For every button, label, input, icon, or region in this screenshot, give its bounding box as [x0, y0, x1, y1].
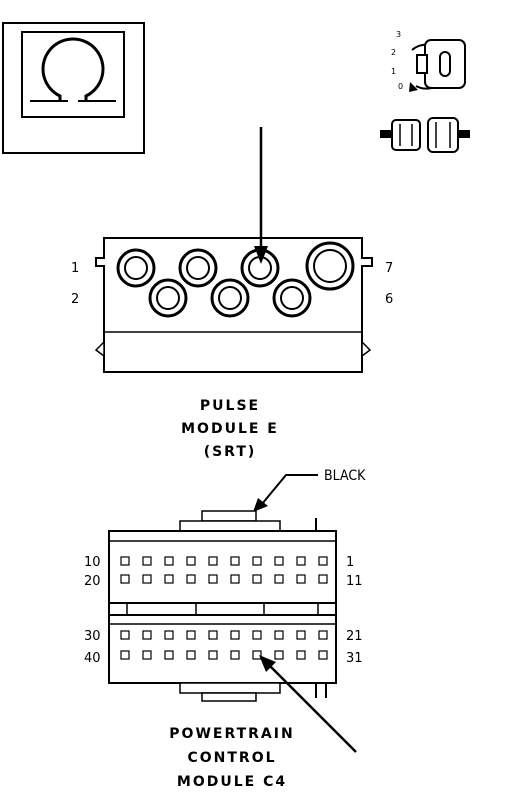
pcm-cavity — [296, 650, 306, 660]
ignition-pos-1: 1 — [391, 67, 396, 76]
pulse-pin-label-2: 2 — [71, 292, 79, 307]
pcm-cavity — [318, 630, 328, 640]
black-color-callout: BLACK — [253, 468, 366, 512]
pulse-pin-label-7: 7 — [385, 261, 393, 276]
pcm-title-line-2: CONTROL — [187, 750, 276, 766]
pcm-cavity — [120, 650, 130, 660]
cavity-7 — [305, 241, 355, 291]
pcm-cavity — [296, 574, 306, 584]
pcm-cavity — [230, 630, 240, 640]
pcm-title-line-3: MODULE C4 — [177, 774, 287, 790]
pcm-cavity — [296, 630, 306, 640]
pcm-cavity — [252, 574, 262, 584]
pcm-pin-label-30: 30 — [84, 629, 101, 644]
pcm-pin-label-1: 1 — [346, 555, 354, 570]
pcm-cavity — [318, 574, 328, 584]
cavity-2 — [148, 278, 188, 318]
pcm-cavity — [164, 556, 174, 566]
pcm-cavity — [120, 574, 130, 584]
pcm-cavity-grid — [120, 556, 328, 660]
pcm-cavity — [164, 574, 174, 584]
pcm-cavity — [186, 556, 196, 566]
pulse-title-line-2: MODULE E — [181, 421, 279, 437]
probe-arrow-pcm — [259, 655, 357, 753]
pcm-pin-label-40: 40 — [84, 651, 101, 666]
pcm-cavity — [142, 574, 152, 584]
pcm-cavity — [318, 556, 328, 566]
pcm-cavity — [186, 630, 196, 640]
cavity-1 — [116, 248, 156, 288]
pcm-cavity — [186, 574, 196, 584]
pcm-connector: 10 20 30 40 1 11 21 31 — [84, 510, 363, 702]
cavity-6 — [272, 278, 312, 318]
ignition-pos-0: 0 — [398, 82, 403, 91]
pulse-title-line-3: (SRT) — [204, 444, 257, 460]
pcm-cavity — [274, 630, 284, 640]
pcm-pin-label-20: 20 — [84, 574, 101, 589]
pulse-module-title: PULSE MODULE E (SRT) — [181, 398, 279, 460]
pcm-cavity — [274, 650, 284, 660]
pcm-cavity — [230, 650, 240, 660]
pcm-cavity — [164, 630, 174, 640]
pulse-pin-label-6: 6 — [385, 292, 393, 307]
pcm-cavity — [252, 650, 262, 660]
ohm-symbol-icon — [2, 22, 145, 154]
cavity-top-2 — [178, 248, 218, 288]
pcm-cavity — [208, 574, 218, 584]
pcm-cavity — [252, 556, 262, 566]
pcm-cavity — [208, 650, 218, 660]
ignition-key-icon: 3 2 1 0 — [391, 30, 466, 92]
pcm-pin-label-11: 11 — [346, 574, 363, 589]
pcm-cavity — [318, 650, 328, 660]
pulse-module-connector: 1 2 7 6 — [71, 237, 393, 373]
pcm-cavity — [186, 650, 196, 660]
pcm-cavity — [230, 574, 240, 584]
probe-arrow-pulse — [254, 127, 268, 264]
pcm-cavity — [142, 556, 152, 566]
pcm-cavity — [120, 556, 130, 566]
pcm-cavity — [142, 650, 152, 660]
ignition-pos-2: 2 — [391, 48, 396, 57]
ignition-pos-3: 3 — [396, 30, 401, 39]
connector-disconnect-icon — [380, 117, 470, 153]
pcm-pin-label-10: 10 — [84, 555, 101, 570]
black-label: BLACK — [324, 468, 366, 484]
pcm-cavity — [296, 556, 306, 566]
pulse-pin-label-1: 1 — [71, 261, 79, 276]
pcm-pin-label-31: 31 — [346, 651, 363, 666]
pcm-cavity — [274, 574, 284, 584]
pcm-cavity — [208, 556, 218, 566]
pcm-cavity — [274, 556, 284, 566]
pcm-cavity — [252, 630, 262, 640]
pcm-title: POWERTRAIN CONTROL MODULE C4 — [169, 726, 294, 790]
pcm-title-line-1: POWERTRAIN — [169, 726, 294, 742]
cavity-bottom-2 — [210, 278, 250, 318]
pcm-cavity — [120, 630, 130, 640]
pulse-title-line-1: PULSE — [200, 398, 260, 414]
pcm-cavity — [208, 630, 218, 640]
pcm-cavity — [230, 556, 240, 566]
pcm-pin-label-21: 21 — [346, 629, 363, 644]
pcm-cavity — [164, 650, 174, 660]
pcm-cavity — [142, 630, 152, 640]
